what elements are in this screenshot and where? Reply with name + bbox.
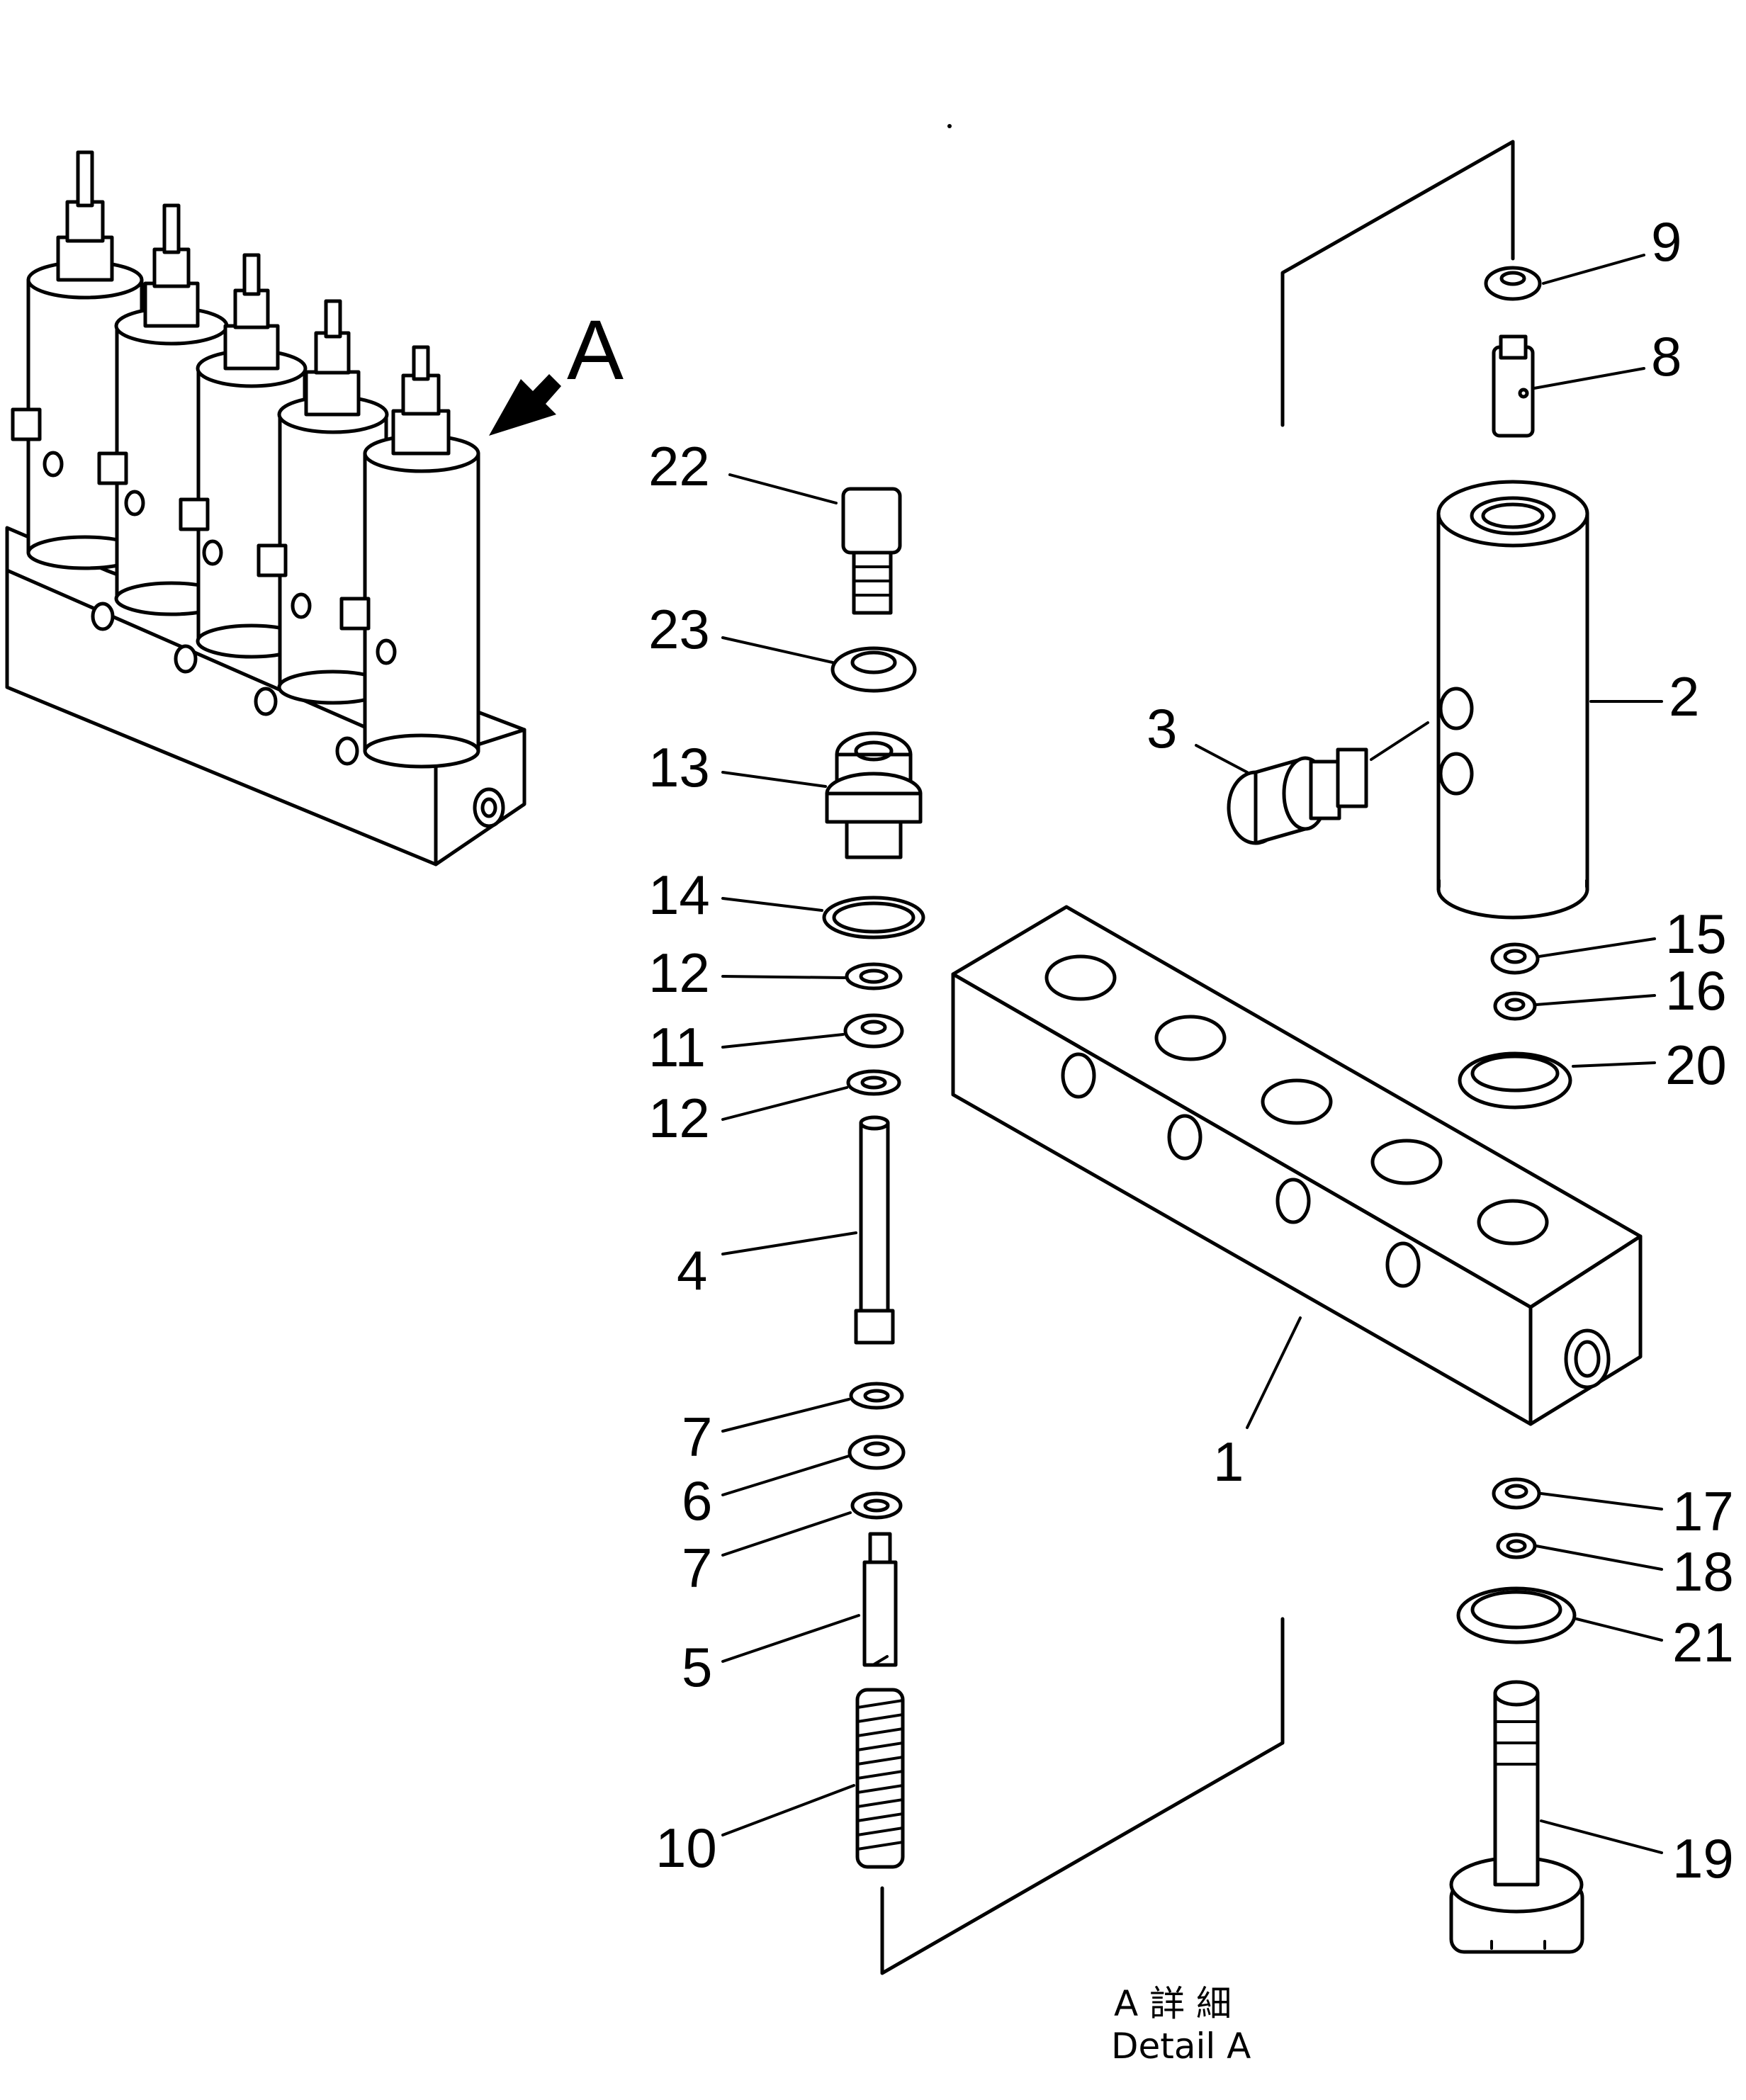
detail-bracket-top (1280, 140, 1515, 427)
assembly-valve-5 (339, 345, 480, 769)
callout-12-top: 12 (648, 942, 710, 1004)
scan-speck (947, 124, 952, 128)
callout-12-bottom: 12 (648, 1087, 710, 1149)
part-15-washer (1490, 942, 1540, 975)
callout-21: 21 (1672, 1611, 1734, 1673)
callout-15: 15 (1665, 903, 1727, 965)
callout-16: 16 (1665, 959, 1727, 1022)
callout-5: 5 (682, 1636, 712, 1698)
callout-labels: 9 8 2 3 15 16 20 1 17 18 21 19 22 23 13 … (648, 210, 1734, 1890)
view-marker-a: A (567, 303, 624, 397)
part-16-washer (1493, 991, 1537, 1021)
part-7-washer-top (849, 1382, 904, 1410)
part-19-adjuster (1449, 1680, 1584, 1954)
callout-17: 17 (1672, 1480, 1734, 1542)
callout-1: 1 (1213, 1430, 1244, 1493)
part-3-plug (1227, 747, 1368, 845)
part-5-plunger (862, 1532, 898, 1667)
callout-23: 23 (648, 598, 710, 660)
callout-18: 18 (1672, 1540, 1734, 1603)
part-22-cap-screw (841, 487, 902, 615)
callout-7-bottom: 7 (682, 1537, 712, 1599)
callout-22: 22 (648, 435, 710, 497)
callout-7-top: 7 (682, 1406, 712, 1468)
part-4-pin (854, 1115, 895, 1345)
part-21-o-ring (1456, 1586, 1577, 1644)
assembly-view: A (5, 150, 624, 866)
callout-11: 11 (648, 1016, 706, 1078)
callout-3: 3 (1147, 697, 1177, 760)
part-8-pin (1492, 334, 1535, 438)
part-2-cylinder-body (1436, 480, 1589, 920)
part-13-fitting (825, 731, 923, 859)
part-9-cap (1484, 266, 1542, 301)
part-6-spacer (847, 1435, 906, 1470)
caption-japanese: A 詳 細 (1114, 1983, 1232, 2024)
part-14-o-ring (822, 896, 925, 939)
leader-lines (721, 254, 1663, 1854)
part-23-nut (830, 646, 917, 693)
part-10-spring (855, 1688, 905, 1869)
part-18-washer (1496, 1532, 1537, 1559)
part-11-spacer (843, 1013, 904, 1049)
callout-20: 20 (1665, 1034, 1727, 1096)
callout-9: 9 (1651, 210, 1682, 273)
detail-bracket-bottom (880, 1617, 1285, 1975)
callout-8: 8 (1651, 325, 1682, 388)
center-part-stack (822, 487, 1285, 1975)
callout-10: 10 (655, 1817, 717, 1879)
part-12-washer-top (845, 962, 903, 990)
callout-2: 2 (1669, 665, 1699, 728)
part-7-washer-bottom (850, 1491, 903, 1520)
part-20-o-ring (1458, 1051, 1572, 1110)
caption-english: Detail A (1111, 2026, 1251, 2067)
callout-19: 19 (1672, 1827, 1734, 1890)
part-1-manifold (951, 905, 1643, 1426)
callout-6: 6 (682, 1469, 712, 1532)
callout-14: 14 (648, 864, 710, 926)
callout-13: 13 (648, 736, 710, 798)
right-part-stack (1227, 140, 1589, 1954)
callout-4: 4 (677, 1239, 707, 1302)
part-17-washer (1492, 1477, 1541, 1510)
view-arrow-a (489, 374, 561, 436)
part-12-washer-bottom (846, 1069, 901, 1096)
